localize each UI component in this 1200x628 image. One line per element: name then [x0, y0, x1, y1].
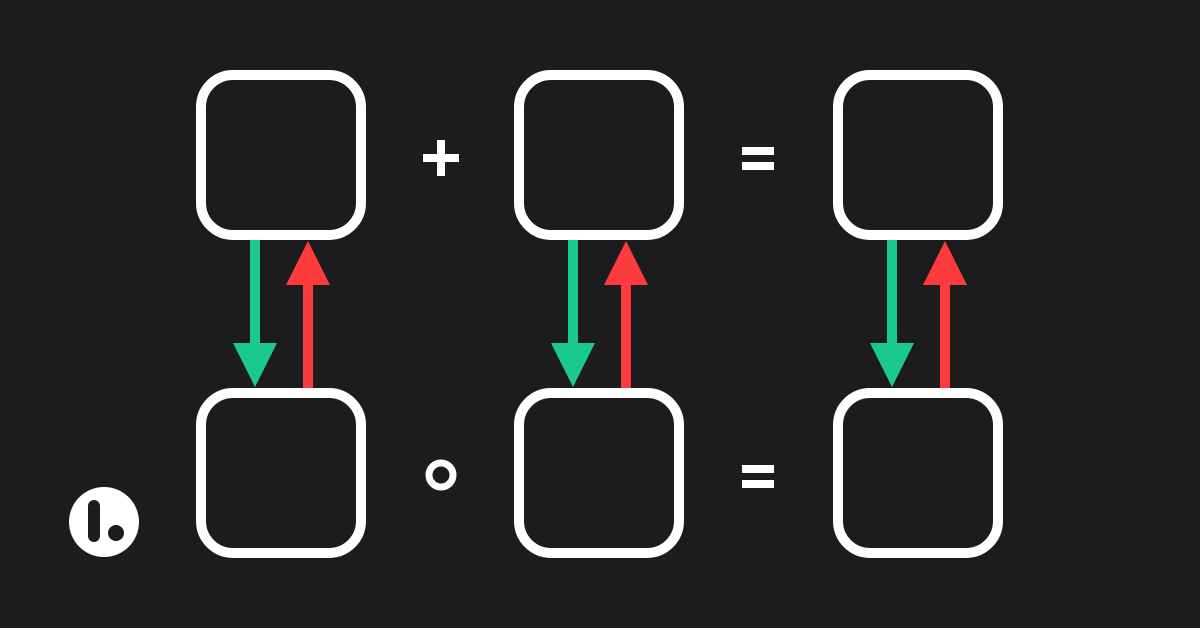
- brand-logo-icon: [69, 487, 139, 557]
- equals-operator-icon-top: [742, 147, 774, 170]
- top-right-box: [833, 70, 1003, 240]
- down-arrow-col1-icon: [233, 240, 277, 387]
- up-arrow-col1-icon: [286, 241, 330, 388]
- equals-operator-icon-bottom: [742, 465, 774, 488]
- up-arrow-col3-icon: [923, 241, 967, 388]
- top-middle-box: [514, 70, 684, 240]
- down-arrow-col3-icon: [870, 240, 914, 387]
- up-arrow-col2-icon: [604, 241, 648, 388]
- top-left-box: [196, 70, 366, 240]
- bottom-left-box: [196, 388, 366, 558]
- plus-operator-icon: [423, 140, 459, 176]
- compose-operator-icon: [425, 459, 457, 491]
- bottom-middle-box: [514, 388, 684, 558]
- down-arrow-col2-icon: [551, 240, 595, 387]
- bottom-right-box: [833, 388, 1003, 558]
